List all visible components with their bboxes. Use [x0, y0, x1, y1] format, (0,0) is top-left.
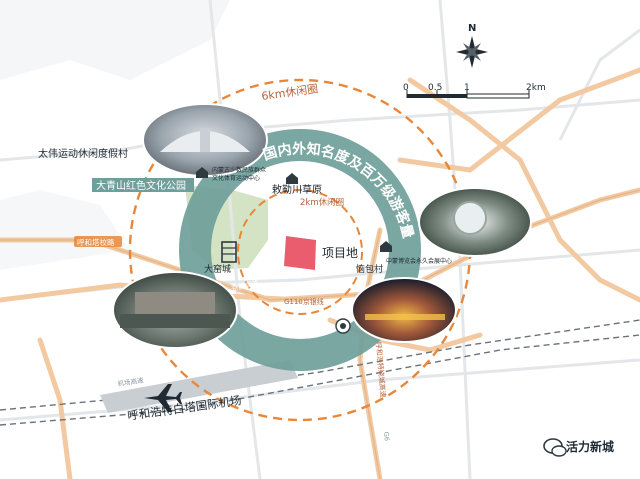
project-parcel: [284, 236, 316, 270]
railway-lines: [0, 319, 640, 426]
park-label-bg: [92, 178, 194, 192]
building-markers: [196, 167, 392, 252]
ring-band: [179, 129, 421, 371]
building-icon: [196, 167, 208, 178]
place-label-chilechuan: 敕勒川草原: [272, 183, 322, 196]
place-label-neimenggu-2: 文化体育运动中心: [212, 174, 260, 182]
road-label-g6: G6: [382, 431, 391, 441]
compass-icon: [456, 36, 488, 68]
place-label-taiwei: 太伟运动休闲度假村: [38, 147, 128, 160]
scale-bar: [406, 90, 530, 99]
watermark-text: 活力新城: [566, 439, 614, 454]
terrain-area: [0, 0, 230, 80]
airplane-icon: [144, 384, 182, 412]
compass-north-label: N: [468, 23, 476, 34]
ring-label-2km: 2km休闲圈: [300, 197, 344, 208]
terrain-area: [0, 190, 130, 270]
scale-tick-2km: 2km: [526, 83, 546, 93]
place-label-xinbao: 恼包村: [356, 263, 383, 275]
building-icon: [380, 241, 392, 252]
place-label-daqingcheng: 大窑城: [204, 263, 231, 275]
wechat-icon: [543, 438, 567, 457]
photo-circle-expo-center: [418, 187, 532, 257]
scale-tick-1: 1: [464, 83, 470, 93]
place-label-shengsaima: 中蒙博览会永久会展中心: [386, 257, 452, 265]
photo-circle-museum: [142, 103, 268, 177]
road-label-huhebao: 呼和塔校路: [77, 237, 115, 247]
scale-tick-05: 0.5: [428, 83, 442, 93]
scale-tick-0: 0: [403, 83, 409, 93]
place-label-project: 项目地: [322, 246, 358, 260]
photo-circle-building: [112, 271, 238, 349]
road-label-airport-expressway: 机场高速: [117, 375, 144, 388]
building-icon: [286, 173, 298, 184]
place-label-neimenggu: 内蒙古少数民族群众: [212, 166, 266, 174]
place-label-daqingshan: 大青山红色文化公园: [96, 179, 186, 192]
ring-2km: [237, 189, 363, 315]
road-label-g110: G110京银线: [284, 297, 324, 306]
photo-circle-night-scene: [351, 277, 457, 343]
tower-icon: [221, 241, 237, 263]
highway-marker: [335, 318, 351, 334]
road-label-bg: [74, 236, 122, 247]
